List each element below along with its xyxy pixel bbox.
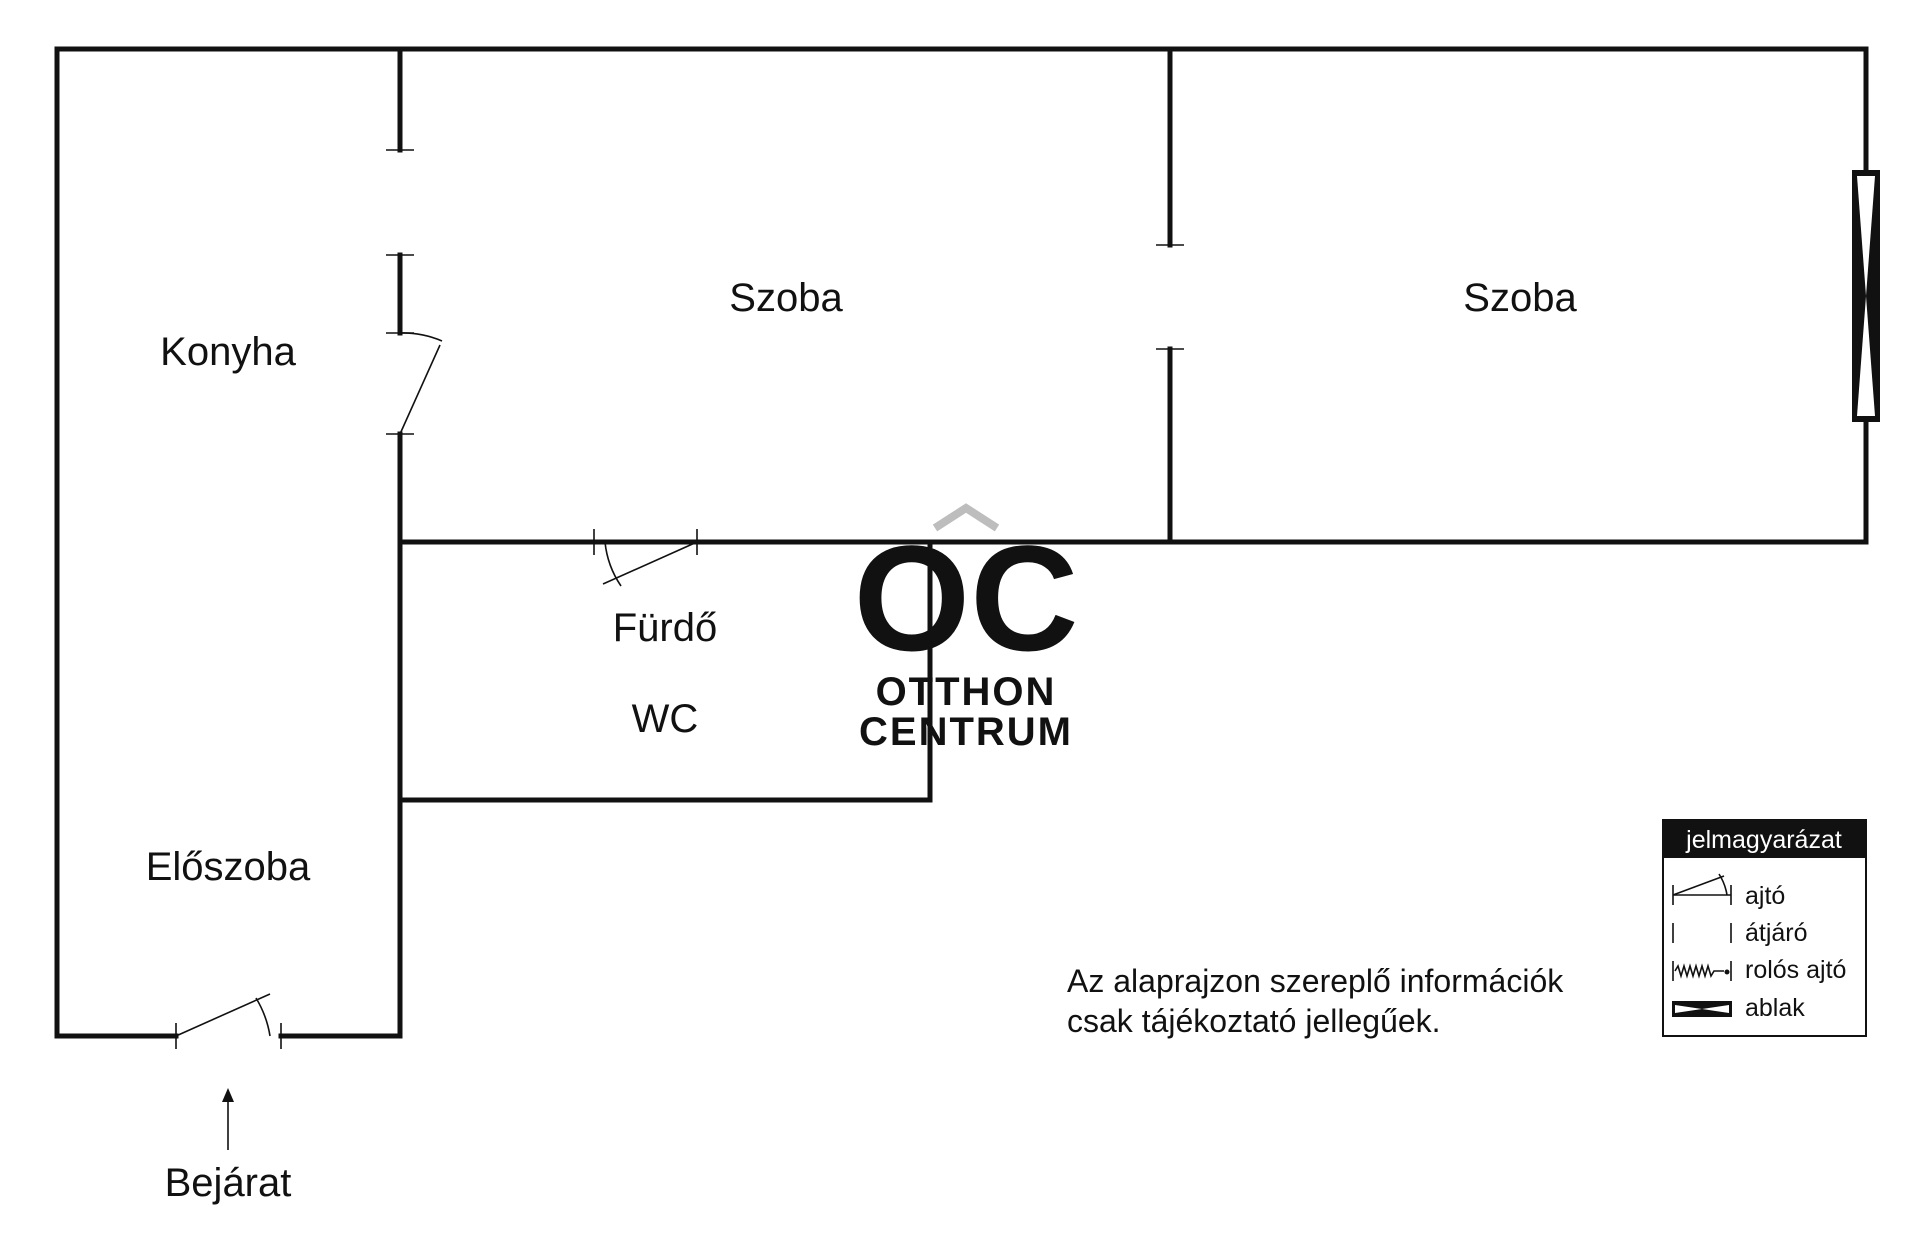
legend-title: jelmagyarázat xyxy=(1685,826,1842,854)
legend-item-window: ablak xyxy=(1745,994,1805,1022)
legend-item-roller-door: rolós ajtó xyxy=(1745,956,1846,984)
disclaimer-line-2: csak tájékoztató jellegűek. xyxy=(1067,1003,1441,1039)
entrance-label: Bejárat xyxy=(165,1161,292,1205)
room-label-room-1: Szoba xyxy=(729,276,843,320)
legend-item-passage: átjáró xyxy=(1745,919,1808,947)
watermark-logo: OC OTTHON CENTRUM xyxy=(854,503,1079,754)
door-kitchen xyxy=(386,332,443,435)
room-label-room-2: Szoba xyxy=(1463,276,1577,320)
legend-door-icon xyxy=(1672,873,1732,905)
watermark-monogram: OC xyxy=(854,514,1079,682)
room-label-bath: Fürdő xyxy=(613,606,718,650)
legend: jelmagyarázat ajtó átjáró rolós ajtó xyxy=(1662,819,1867,1037)
legend-passage-icon xyxy=(1672,923,1732,943)
legend-item-door: ajtó xyxy=(1745,882,1785,910)
door-entrance xyxy=(175,993,282,1049)
watermark-line-1: OTTHON xyxy=(876,670,1057,714)
disclaimer-line-1: Az alaprajzon szereplő információk xyxy=(1067,963,1564,999)
entrance-arrow xyxy=(222,1088,234,1150)
legend-window-icon xyxy=(1672,1001,1732,1017)
room-label-hall: Előszoba xyxy=(146,845,311,889)
window-right xyxy=(1852,170,1880,422)
door-bathroom xyxy=(593,529,698,587)
room-label-kitchen: Konyha xyxy=(160,330,296,374)
watermark-line-2: CENTRUM xyxy=(859,710,1073,754)
passage-marks xyxy=(386,149,1184,350)
legend-roller-door-icon xyxy=(1672,961,1732,981)
room-label-wc: WC xyxy=(632,697,699,741)
walls xyxy=(54,46,1869,1039)
